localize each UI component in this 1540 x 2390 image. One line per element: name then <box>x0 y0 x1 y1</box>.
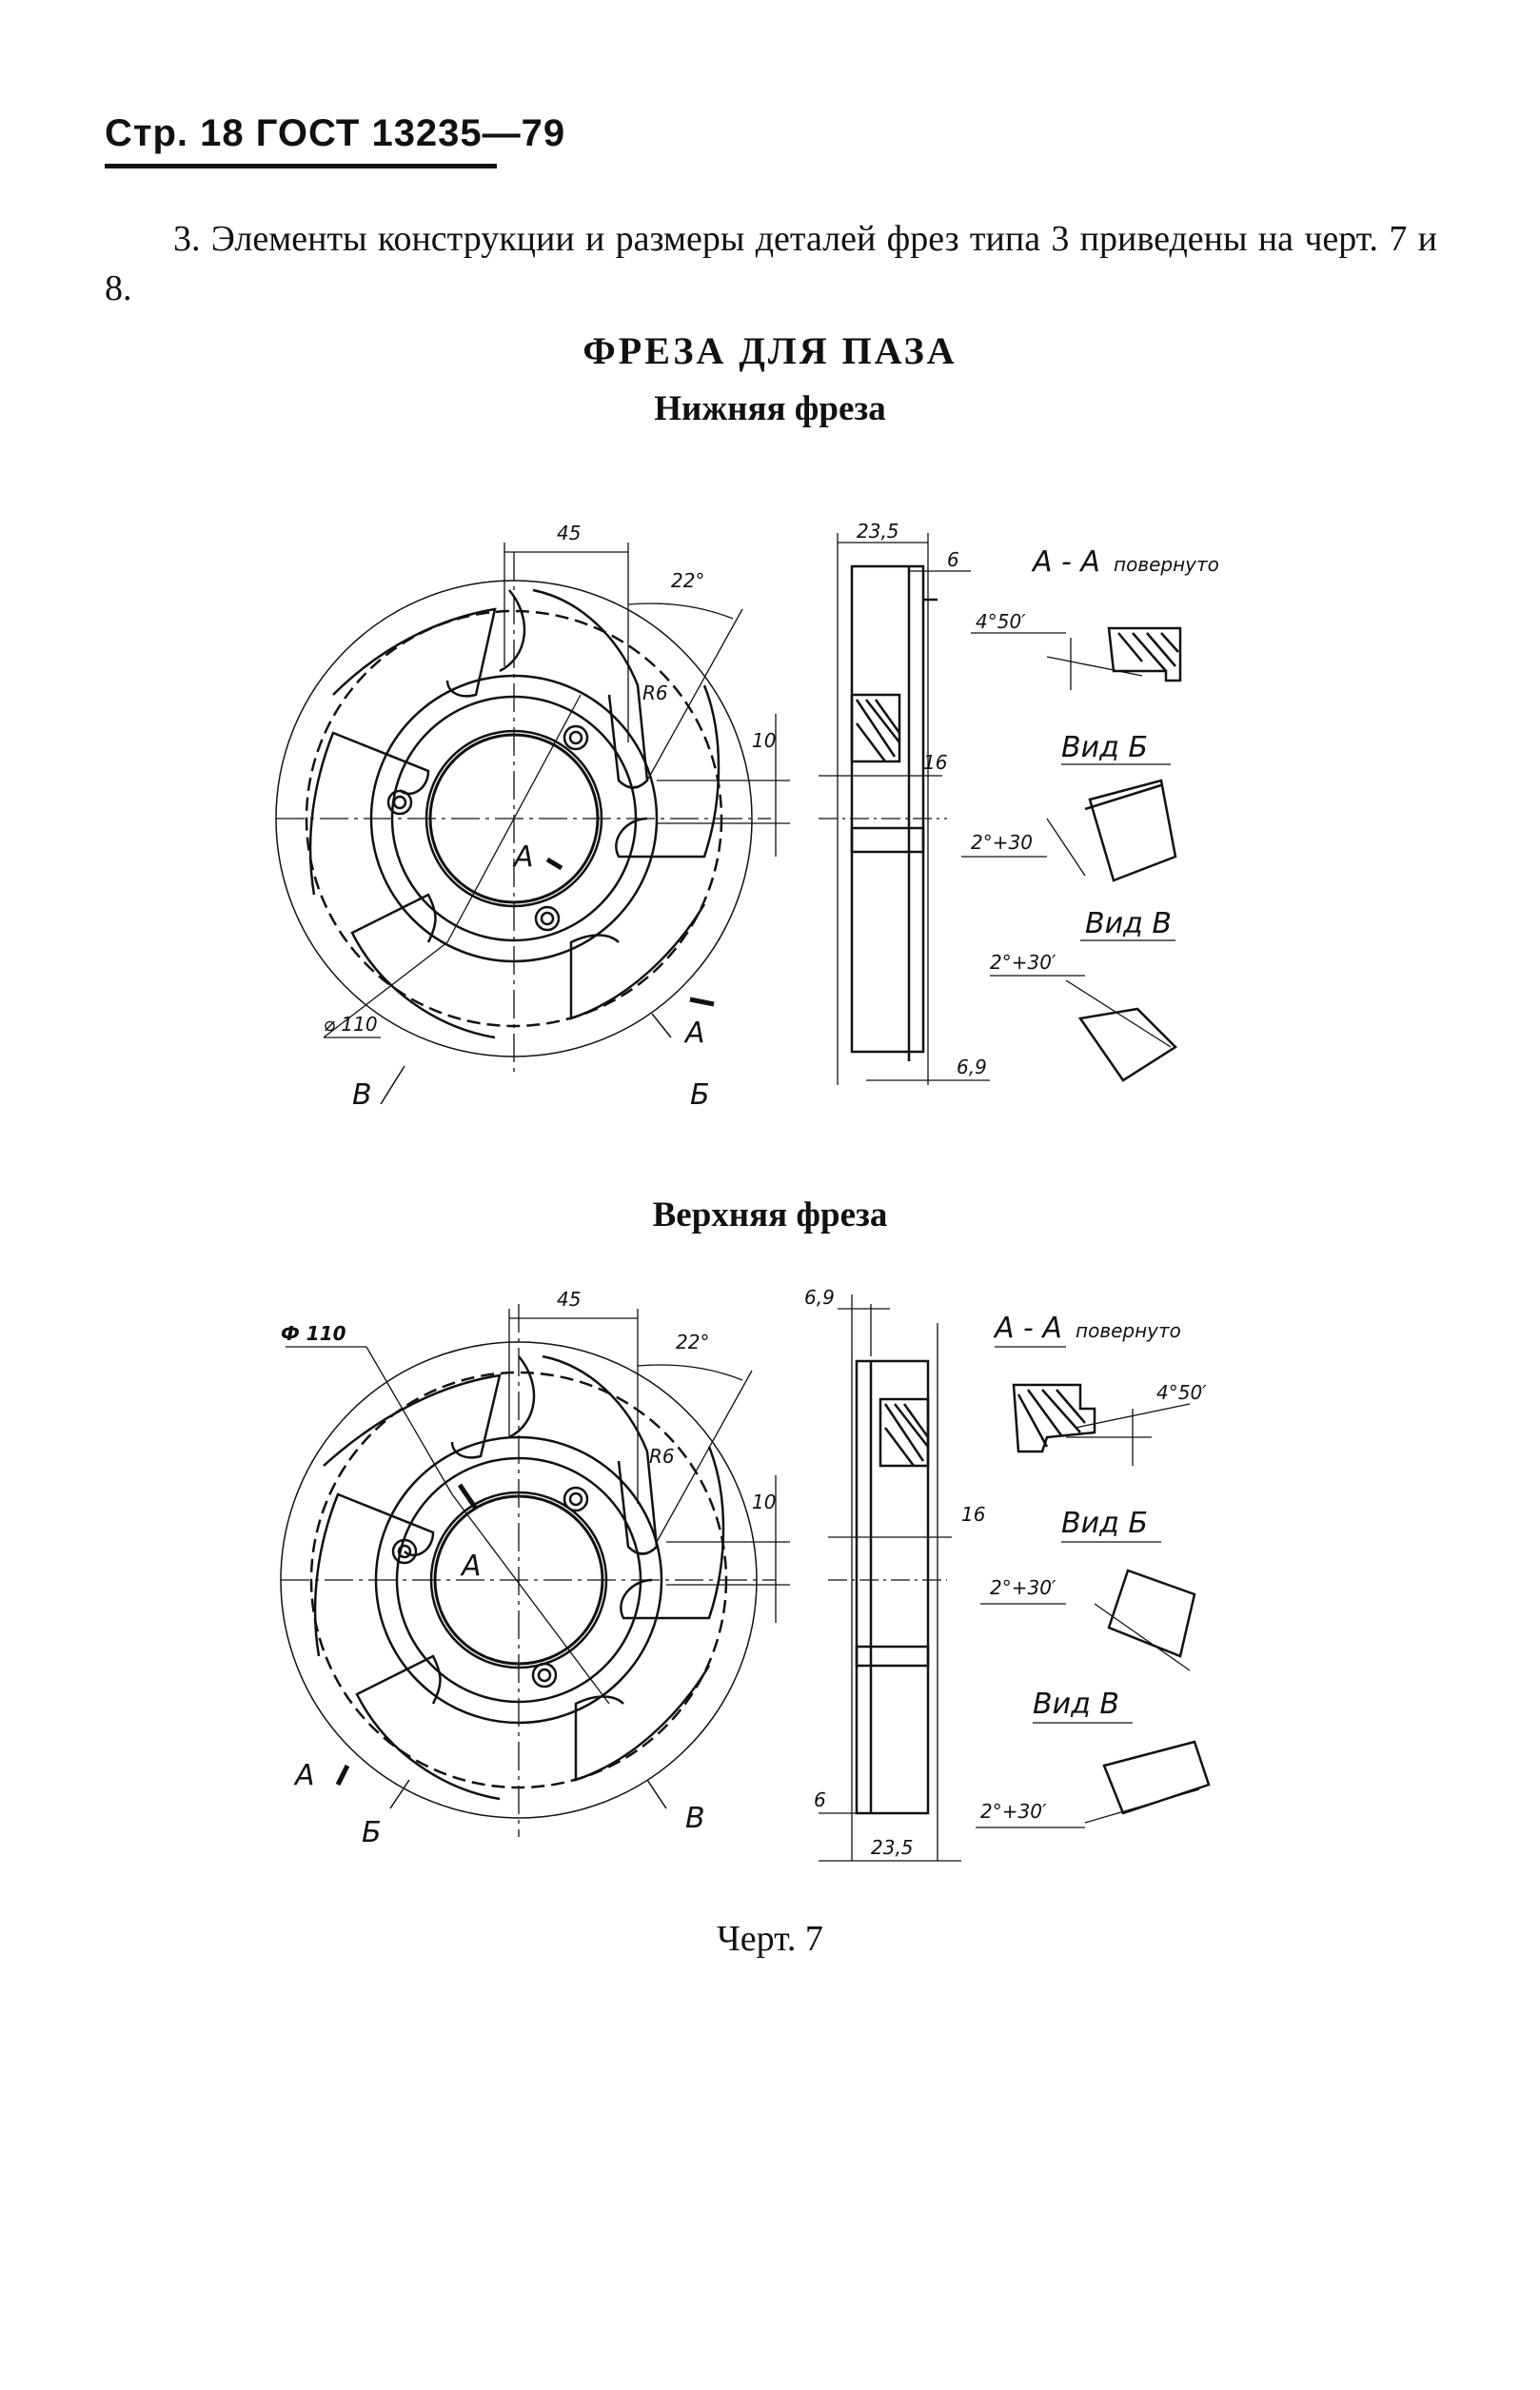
upper-angle-v: 2°+30′ <box>980 1800 1047 1823</box>
lower-detail-views: А - А повернуто 4°50′ Вид Б 2°+30 Вид В … <box>961 545 1219 1082</box>
page-header: Стр. 18 ГОСТ 13235—79 <box>105 112 566 154</box>
lower-side-view: 23,5 6 16 6,9 <box>819 520 990 1085</box>
upper-angle-4-50: 4°50′ <box>1156 1381 1207 1404</box>
lower-vid-b: Вид Б <box>1061 731 1148 764</box>
lower-cutter-drawing: 45 22° R6 10 ⌀ 110 А А Б В 23,5 6 16 6,9… <box>275 520 1219 1104</box>
lower-mark-v: В <box>352 1078 372 1104</box>
lower-mark-a2: А <box>683 1017 705 1050</box>
lower-dim-110: ⌀ 110 <box>324 1013 378 1036</box>
upper-side-view: 6,9 16 6 23,5 <box>804 1286 985 1862</box>
header-rule <box>105 164 497 168</box>
lower-dim-45: 45 <box>557 522 581 544</box>
upper-detail-views: А - А повернуто 4°50′ Вид Б 2°+30′ Вид В… <box>976 1312 1211 1828</box>
upper-dim-r6: R6 <box>649 1445 675 1468</box>
lower-vid-v: Вид В <box>1085 907 1172 940</box>
upper-cutter-drawing: 45 22° R6 10 Ф 110 А А Б В 6,9 16 6 23,5… <box>280 1286 1211 1862</box>
lower-side-6-9: 6,9 <box>957 1056 987 1078</box>
upper-mark-a2: А <box>293 1759 315 1792</box>
upper-mark-v: В <box>685 1802 705 1835</box>
lower-side-23-5: 23,5 <box>857 520 899 543</box>
body-paragraph: 3. Элементы конструкции и размеры детале… <box>105 219 1437 308</box>
upper-mark-b: Б <box>362 1816 382 1849</box>
upper-side-23-5: 23,5 <box>871 1836 914 1859</box>
upper-side-6-9: 6,9 <box>804 1286 835 1309</box>
upper-angle-b: 2°+30′ <box>990 1576 1056 1599</box>
upper-side-6: 6 <box>814 1788 826 1811</box>
upper-dim-10: 10 <box>752 1491 776 1513</box>
upper-mark-a: А <box>460 1550 482 1583</box>
lower-mark-a: А <box>512 840 534 874</box>
upper-vid-b: Вид Б <box>1061 1507 1148 1540</box>
section-title: ФРЕЗА ДЛЯ ПАЗА <box>582 329 958 372</box>
lower-aa-label: А - А <box>1031 545 1100 579</box>
upper-aa-label: А - А <box>993 1312 1062 1345</box>
lower-aa-note: повернуто <box>1114 553 1219 576</box>
lower-cutter-title: Нижняя фреза <box>654 389 886 428</box>
lower-angle-v: 2°+30′ <box>990 951 1056 974</box>
upper-aa-note: повернуто <box>1076 1319 1181 1342</box>
lower-dim-10: 10 <box>752 729 776 752</box>
lower-mark-b: Б <box>690 1078 710 1104</box>
lower-dim-r6: R6 <box>642 681 668 704</box>
upper-vid-v: Вид В <box>1033 1688 1119 1721</box>
lower-side-16: 16 <box>923 751 947 774</box>
upper-side-16: 16 <box>961 1503 985 1526</box>
upper-dim-22: 22° <box>676 1331 709 1353</box>
lower-angle-4-50: 4°50′ <box>976 610 1026 633</box>
upper-dim-110: Ф 110 <box>281 1322 346 1345</box>
upper-dim-45: 45 <box>557 1288 581 1311</box>
lower-side-6: 6 <box>947 548 959 571</box>
lower-front-view: 45 22° R6 10 ⌀ 110 А А Б В <box>275 522 790 1104</box>
lower-dim-22: 22° <box>671 569 704 592</box>
upper-front-view: 45 22° R6 10 Ф 110 А А Б В <box>280 1288 790 1849</box>
upper-cutter-title: Верхняя фреза <box>652 1195 888 1235</box>
figure-caption: Черт. 7 <box>717 1919 823 1959</box>
lower-angle-b: 2°+30 <box>971 831 1033 854</box>
